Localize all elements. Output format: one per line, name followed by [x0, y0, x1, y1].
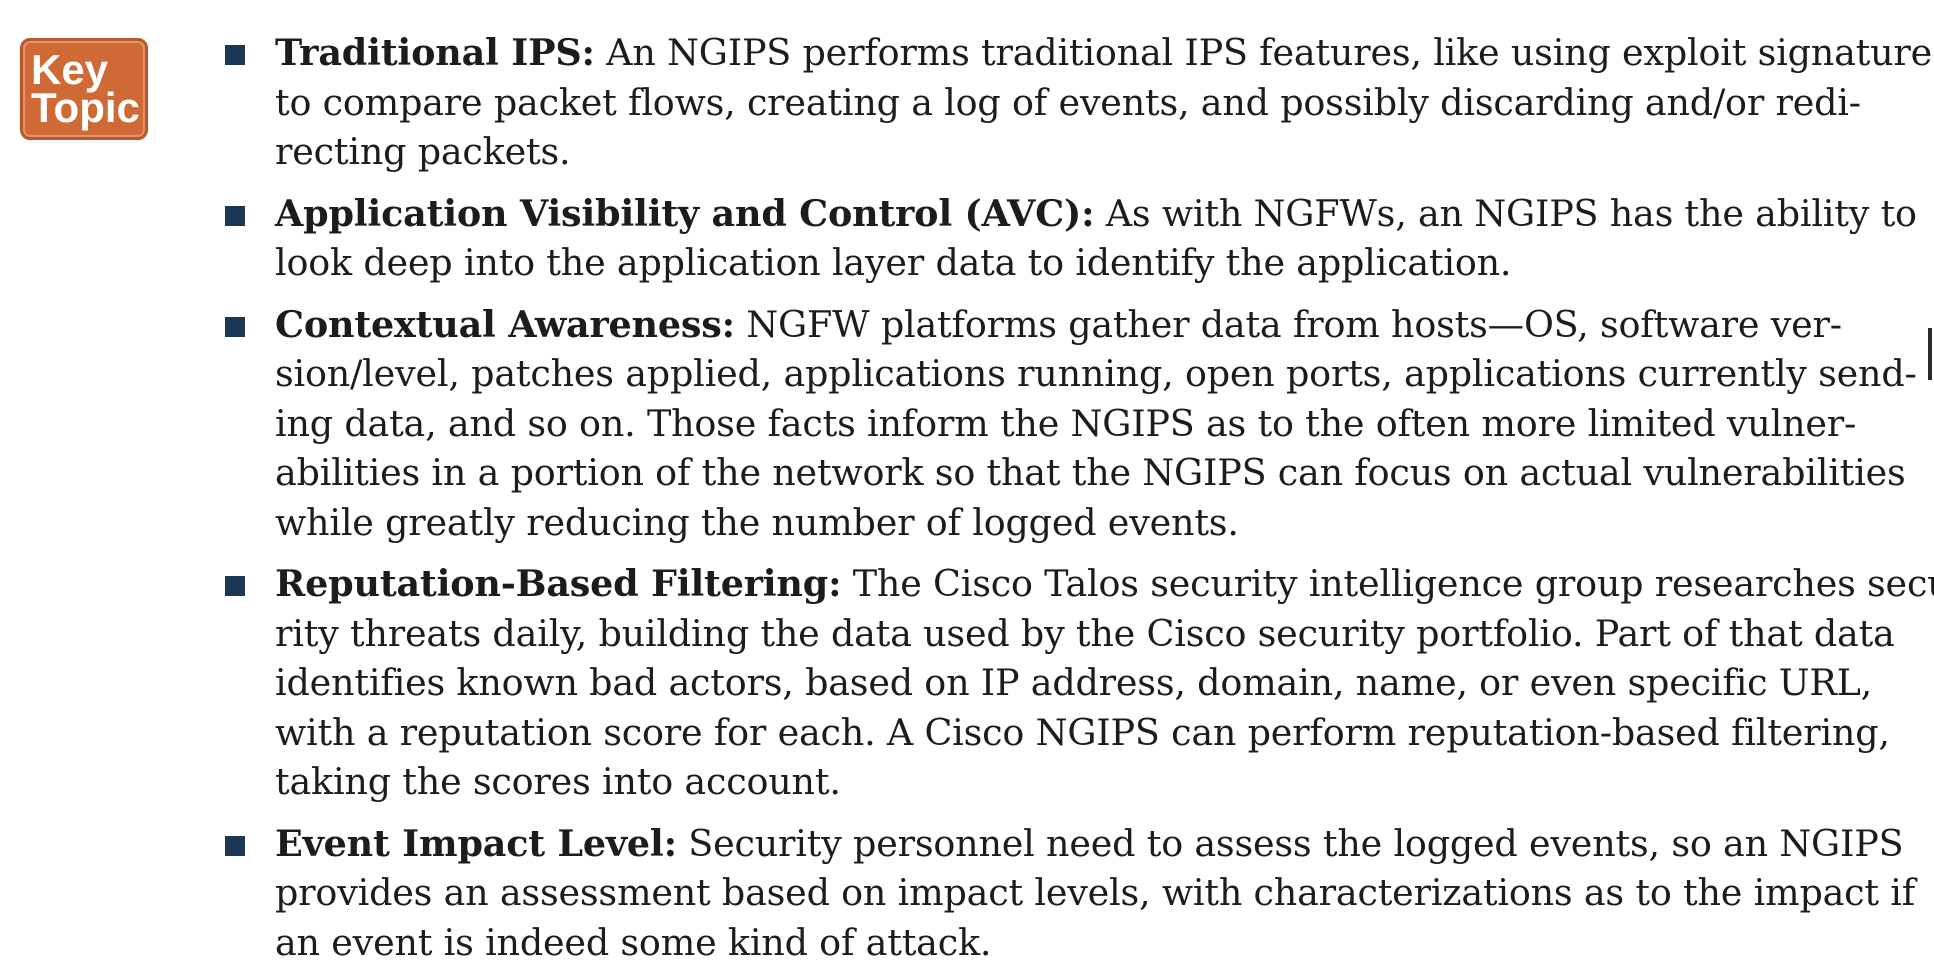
- key-topic-badge: Key Topic: [20, 38, 148, 140]
- list-item-term: Reputation-Based Filtering:: [275, 562, 842, 605]
- list-item-line: sion/level, patches applied, application…: [275, 352, 1917, 395]
- list-item-contextual-awareness: Contextual Awareness: NGFW platforms gat…: [222, 300, 1917, 548]
- list-item-text: Security personnel need to assess the lo…: [676, 821, 1904, 865]
- key-topic-line-1: Key: [31, 46, 109, 93]
- list-item-reputation-filtering: Reputation-Based Filtering: The Cisco Ta…: [222, 559, 1934, 807]
- list-item-line: look deep into the application layer dat…: [275, 241, 1512, 284]
- list-item-text: As with NGFWs, an NGIPS has the ability …: [1094, 191, 1917, 235]
- list-item-traditional-ips: Traditional IPS: An NGIPS performs tradi…: [222, 28, 1934, 177]
- list-item-line: Contextual Awareness: NGFW platforms gat…: [275, 300, 1842, 350]
- list-item-line: recting packets.: [275, 130, 571, 173]
- list-item-text: An NGIPS performs traditional IPS featur…: [594, 31, 1934, 74]
- list-item-line: while greatly reducing the number of log…: [275, 500, 1239, 544]
- list-item-line: with a reputation score for each. A Cisc…: [275, 710, 1890, 754]
- list-item-line: to compare packet flows, creating a log …: [275, 80, 1861, 124]
- square-bullet-icon: [225, 835, 245, 856]
- list-item-line: Traditional IPS: An NGIPS performs tradi…: [275, 28, 1934, 78]
- list-item-term: Traditional IPS:: [275, 31, 595, 74]
- square-bullet-icon: [225, 205, 245, 226]
- page-edge-mark: [1928, 328, 1932, 380]
- list-item-text: The Cisco Talos security intelligence gr…: [841, 562, 1934, 605]
- list-item-avc: Application Visibility and Control (AVC)…: [222, 189, 1917, 288]
- square-bullet-icon: [225, 576, 245, 596]
- list-item-line: abilities in a portion of the network so…: [275, 451, 1906, 494]
- list-item-term: Contextual Awareness:: [275, 302, 735, 346]
- list-item-line: taking the scores into account.: [275, 760, 841, 803]
- square-bullet-icon: [225, 316, 245, 337]
- list-item-line: an event is indeed some kind of attack.: [275, 920, 992, 964]
- key-topic-line-2: Topic: [31, 84, 140, 131]
- list-item-event-impact-level: Event Impact Level: Security personnel n…: [222, 819, 1916, 968]
- list-item-line: Event Impact Level: Security personnel n…: [275, 819, 1904, 869]
- list-item-term: Application Visibility and Control (AVC)…: [275, 191, 1095, 235]
- list-item-line: rity threats daily, building the data us…: [275, 611, 1895, 655]
- list-item-line: Application Visibility and Control (AVC)…: [275, 189, 1917, 239]
- list-item-text: NGFW platforms gather data from hosts—OS…: [734, 302, 1842, 346]
- list-item-line: ing data, and so on. Those facts inform …: [275, 401, 1857, 445]
- list-item-term: Event Impact Level:: [275, 821, 677, 865]
- square-bullet-icon: [225, 45, 245, 65]
- bullet-list: Traditional IPS: An NGIPS performs tradi…: [222, 28, 1934, 979]
- list-item-line: provides an assessment based on impact l…: [275, 871, 1916, 914]
- list-item-line: Reputation-Based Filtering: The Cisco Ta…: [275, 559, 1934, 609]
- list-item-line: identifies known bad actors, based on IP…: [275, 661, 1873, 704]
